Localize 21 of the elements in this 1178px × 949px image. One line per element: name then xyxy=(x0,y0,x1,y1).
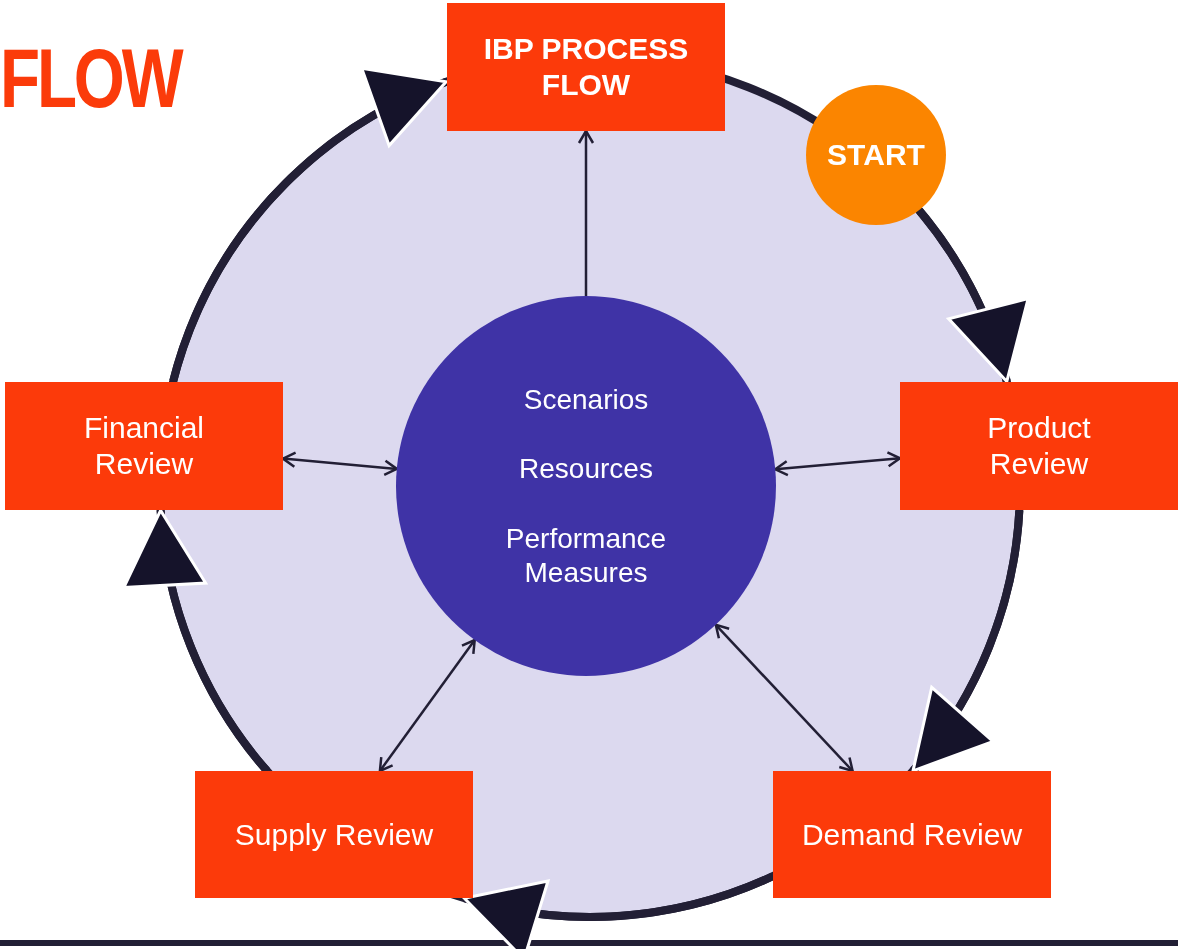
arrow xyxy=(774,451,902,477)
process-box xyxy=(5,382,283,510)
start-label: START xyxy=(827,137,925,173)
process-box xyxy=(900,382,1178,510)
arrow xyxy=(378,638,476,773)
process-box xyxy=(773,771,1051,898)
center-label: Scenarios xyxy=(523,382,649,417)
arrow xyxy=(577,129,595,296)
arrow xyxy=(714,623,854,773)
box-label: Financial Review xyxy=(82,410,206,482)
box-label: Demand Review xyxy=(801,816,1023,853)
box-label: Supply Review xyxy=(234,816,434,853)
process-box xyxy=(447,3,725,131)
cycle-arrow xyxy=(909,510,1024,774)
box-label: Product Review xyxy=(986,410,1092,482)
center-label: Performance Measures xyxy=(504,522,668,590)
cycle-arrow xyxy=(462,872,774,949)
process-box xyxy=(195,771,473,898)
page-title: FLOW xyxy=(0,36,181,120)
center-label: Resources xyxy=(519,452,653,486)
box-label: IBP PROCESS FLOW xyxy=(482,31,690,103)
